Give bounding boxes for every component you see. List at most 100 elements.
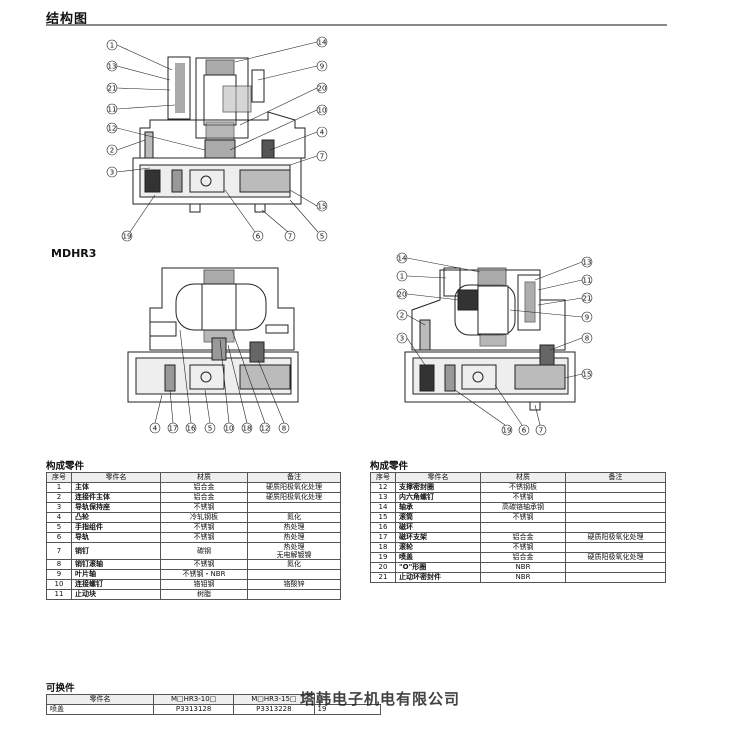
callout-top-5: 5 [289,199,328,242]
callout-br-13: 13 [534,256,593,281]
svg-text:21: 21 [108,85,117,93]
cell-note [565,492,666,503]
replace-col-name: 零件名 [46,694,154,705]
cell-material: 不锈钢 [480,542,566,553]
svg-text:8: 8 [585,335,589,343]
cell-name: 主体 [71,482,161,493]
svg-text:1: 1 [110,42,114,50]
svg-text:21: 21 [583,295,592,303]
callout-top-20: 20 [239,82,328,126]
cell-no: 3 [46,502,72,513]
cell-material: 不锈钢 [480,492,566,503]
cell-note: 硬质阳极氧化处理 [247,492,341,503]
cell-note [565,512,666,523]
svg-text:15: 15 [583,371,592,379]
svg-text:14: 14 [398,255,407,263]
callout-top-11: 11 [106,103,176,115]
cell-material: 不锈钢 [480,512,566,523]
callout-br-9: 9 [509,309,593,323]
cell-no: 10 [46,579,72,590]
callout-br-14: 14 [396,252,481,273]
cell-material: NBR [480,562,566,573]
col-name: 零件名 [71,472,161,483]
bottom-left-diagram [127,267,299,403]
callout-top-14: 14 [234,36,328,63]
col-note: 备注 [247,472,341,483]
model-label: MDHR3 [51,247,97,260]
cell-material: 不锈钢 [160,502,248,513]
svg-text:15: 15 [318,203,327,211]
svg-text:7: 7 [288,233,292,241]
callout-br-8: 8 [549,332,593,351]
cell-material: 不锈钢板 [480,482,566,493]
page-title: 结构图 [46,12,89,27]
cell-name: 止动环密封件 [395,572,481,583]
svg-text:20: 20 [318,85,327,93]
cell-name: 叶片轴 [71,569,161,580]
callout-br-3: 3 [396,332,426,366]
svg-text:5: 5 [208,425,212,433]
callout-top-1: 1 [106,39,173,71]
callout-top-3: 3 [106,166,151,178]
callout-bl-18: 18 [227,344,253,434]
top-diagram [132,56,306,213]
cell-name: 连接螺钉 [71,579,161,590]
cell-no: 16 [370,522,396,533]
replace-col-a: M□HR3-10□ [152,694,235,705]
cell-no: 9 [46,569,72,580]
callouts-top: 1 13 21 11 12 2 3 19 14 9 20 10 4 7 15 6… [106,36,328,242]
parts-heading-right: 构成零件 [370,461,409,472]
cell-material: 高碳铬轴承钢 [480,502,566,513]
svg-text:2: 2 [400,312,404,320]
svg-text:2: 2 [110,147,114,155]
cell-name: 磁环 [395,522,481,533]
cell-no: 17 [370,532,396,543]
svg-text:10: 10 [225,425,234,433]
cell-no: 8 [46,559,72,570]
callout-br-2: 2 [396,309,426,326]
replace-part-no: 19 [313,704,381,715]
svg-text:20: 20 [398,291,407,299]
callout-top-13: 13 [106,60,171,81]
callout-top-10: 10 [229,104,328,151]
cell-name: 手指组件 [71,522,161,533]
col-note: 备注 [565,472,666,483]
svg-text:19: 19 [123,233,132,241]
cell-note: 铬酸锌 [247,579,341,590]
replace-heading: 可换件 [46,683,75,694]
cell-material: 不锈钢 [160,559,248,570]
svg-text:7: 7 [320,153,324,161]
cell-no: 15 [370,512,396,523]
svg-text:1: 1 [400,273,404,281]
callout-bl-4: 4 [149,394,163,434]
replace-part-b: P3313228 [233,704,315,715]
cell-note [565,562,666,573]
cell-name: 内六角螺钉 [395,492,481,503]
cell-no: 14 [370,502,396,513]
cell-no: 20 [370,562,396,573]
callout-br-6: 6 [494,384,530,436]
callout-br-20: 20 [396,288,461,301]
svg-text:7: 7 [539,427,543,435]
cell-no: 13 [370,492,396,503]
svg-text:18: 18 [243,425,252,433]
cell-note: 热处理 [247,532,341,543]
svg-text:12: 12 [108,125,117,133]
svg-text:11: 11 [583,277,592,285]
callout-bl-5: 5 [204,389,216,434]
